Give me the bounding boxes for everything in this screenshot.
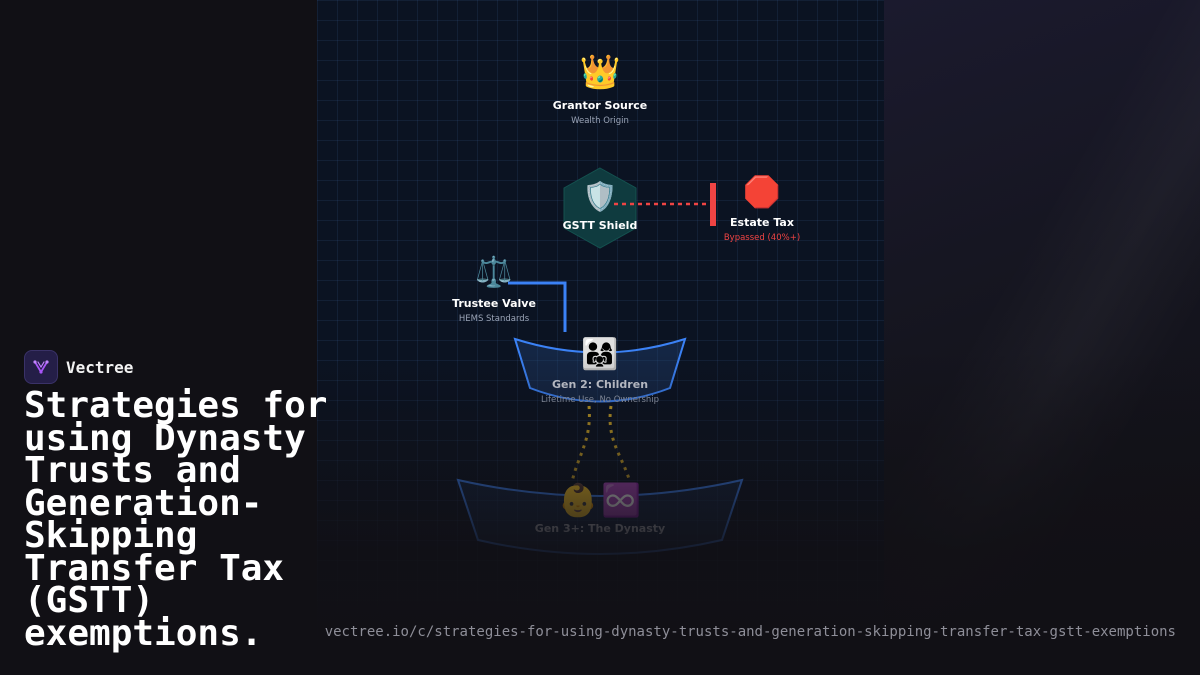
- family-icon: 👨‍👩‍👧: [581, 337, 619, 372]
- gen2-title: Gen 2: Children: [551, 378, 649, 391]
- headline: Strategies for using Dynasty Trusts and …: [24, 385, 328, 654]
- infinity-icon: ♾️: [601, 481, 641, 519]
- gen2-subtitle: Lifetime Use, No Ownership: [540, 395, 660, 405]
- trustee-valve-subtitle: HEMS Standards: [458, 314, 530, 324]
- gen3-title: Gen 3+: The Dynasty: [534, 522, 666, 535]
- grantor-title: Grantor Source: [552, 99, 648, 112]
- brand: Vectree: [24, 350, 133, 384]
- page-url[interactable]: vectree.io/c/strategies-for-using-dynast…: [324, 624, 1176, 640]
- stop-sign-icon: 🛑: [743, 175, 781, 210]
- gstt-shield-title: GSTT Shield: [562, 219, 638, 232]
- trustee-valve-title: Trustee Valve: [452, 297, 536, 310]
- estate-tax-title: Estate Tax: [730, 216, 794, 229]
- vectree-logo-icon: [24, 350, 58, 384]
- baby-icon: 👶: [558, 481, 598, 519]
- grantor-subtitle: Wealth Origin: [571, 116, 629, 126]
- gold-branch-left: [570, 405, 591, 483]
- gen3-bowl: [456, 478, 744, 555]
- estate-tax-subtitle: Bypassed (40%+): [723, 233, 801, 243]
- gold-branch-right: [608, 405, 632, 483]
- scales-icon: ⚖️: [475, 255, 513, 290]
- crown-icon: 👑: [579, 52, 621, 91]
- shield-icon: 🛡️: [582, 180, 618, 213]
- brand-name: Vectree: [66, 357, 134, 377]
